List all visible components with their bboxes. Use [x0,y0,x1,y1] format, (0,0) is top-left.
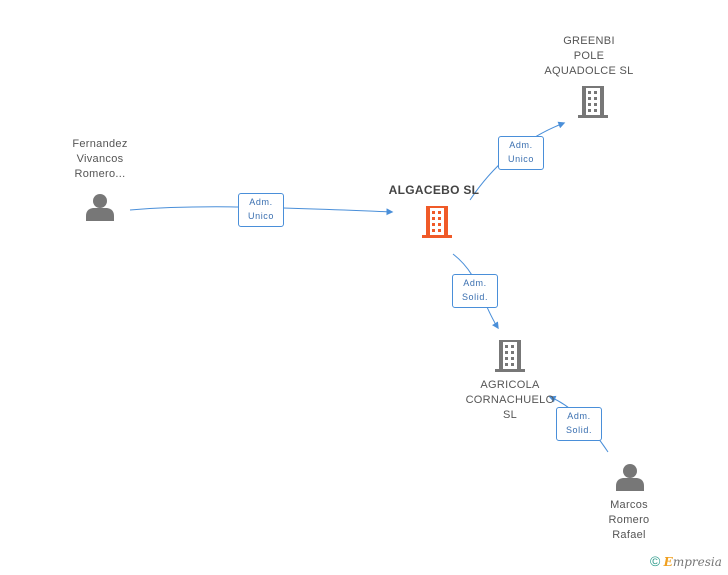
edge-fernandez-to-algacebo [129,206,394,216]
edge-label-marcos-agricola: Adm. Solid. [556,407,602,441]
empresia-watermark: © Empresia [650,553,722,569]
building-icon[interactable] [422,206,452,238]
node-label-greenbi[interactable]: GREENBI POLE AQUADOLCE SL [544,35,634,77]
building-icon[interactable] [495,340,525,372]
node-label-algacebo[interactable]: ALGACEBO SL [388,183,480,197]
node-label-marcos[interactable]: Marcos Romero Rafael [608,499,650,541]
edge-label-fernandez-algacebo: Adm. Unico [238,193,284,227]
person-icon[interactable] [86,194,114,221]
brand-initial: E [663,555,673,569]
node-label-fernandez[interactable]: Fernandez Vivancos Romero... [72,138,128,180]
brand-name: mpresia [672,555,722,569]
edge-label-algacebo-agricola: Adm. Solid. [452,274,498,308]
copyright-symbol: © [650,553,661,569]
edge-label-algacebo-greenbi: Adm. Unico [498,136,544,170]
building-icon[interactable] [578,86,608,118]
person-icon[interactable] [616,464,644,491]
brand-logo: Empresia [664,555,722,569]
node-label-agricola[interactable]: AGRICOLA CORNACHUELO SL [465,379,555,421]
